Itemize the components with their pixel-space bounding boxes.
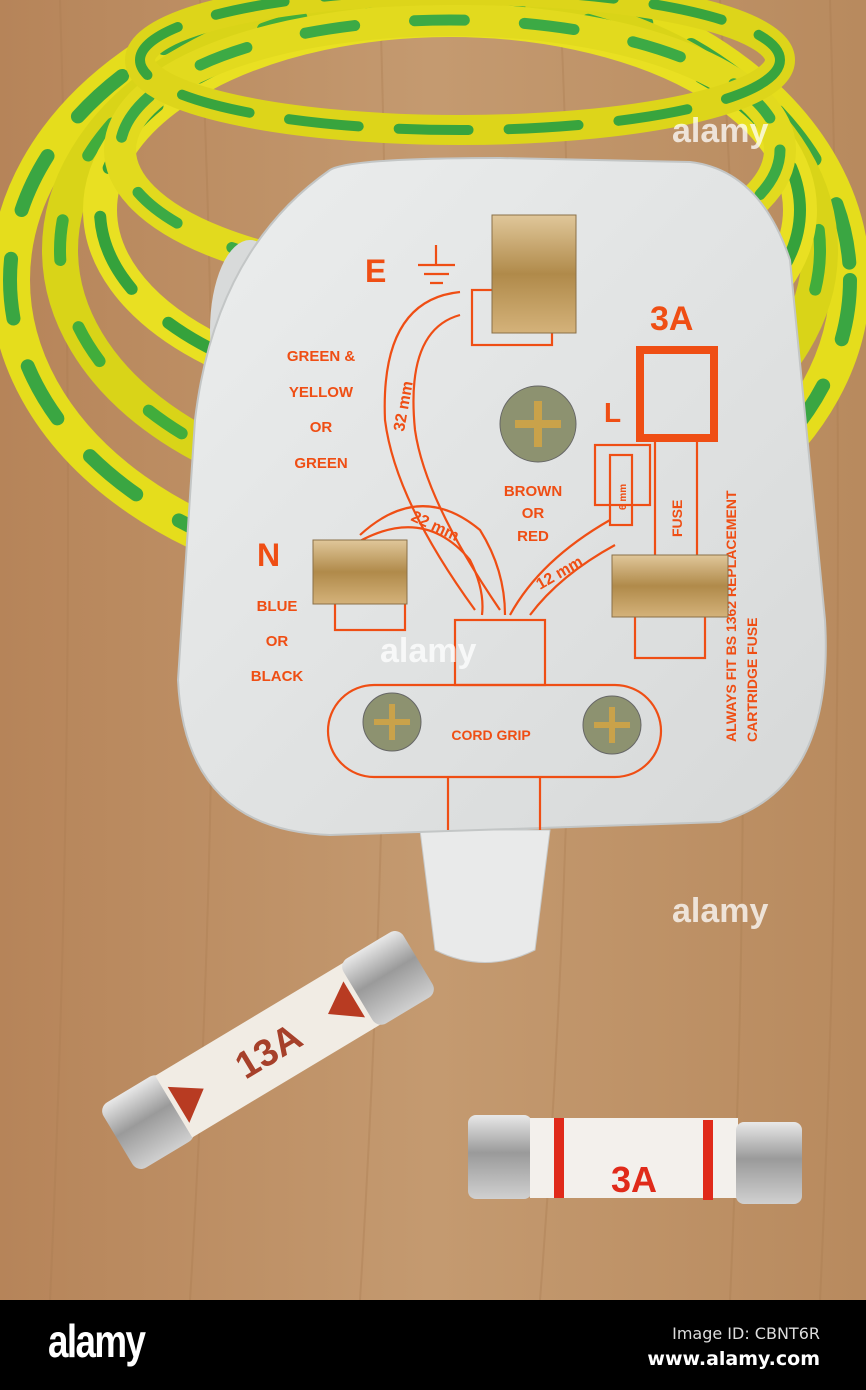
fuse-3a: 3A <box>468 1115 802 1204</box>
neutral-label: N <box>257 537 280 573</box>
live-wire-line: RED <box>517 528 549 545</box>
screw <box>582 695 642 755</box>
cord-grip-label: CORD GRIP <box>451 727 530 743</box>
plug-face <box>176 156 827 837</box>
fuse-3a-label: 3A <box>611 1159 657 1200</box>
neutral-pin <box>312 539 408 605</box>
neutral-wire-line: OR <box>266 633 289 650</box>
live-pin <box>611 554 729 618</box>
fuse-rating-label: 3A <box>650 300 693 338</box>
earth-wire-line: OR <box>310 419 333 436</box>
watermark-text: alamy <box>672 892 768 930</box>
watermark-text: alamy <box>380 632 476 670</box>
earth-wire-line: GREEN <box>294 455 347 472</box>
neutral-wire-line: BLACK <box>251 668 304 685</box>
alamy-logo: alamy <box>48 1315 146 1367</box>
live-wire-line: OR <box>522 505 545 522</box>
watermark-text: alamy <box>672 112 768 150</box>
screw <box>362 692 422 752</box>
site-url: www.alamy.com <box>647 1348 820 1370</box>
live-wire-line: BROWN <box>504 483 562 500</box>
uk-plug: E N L 3A GREEN & YELLOW OR GREEN BLUE OR… <box>176 156 827 963</box>
watermarks: alamy alamy alamy <box>380 112 768 930</box>
fuse-13a: 13A <box>102 931 434 1169</box>
image-id: Image ID: CBNT6R <box>672 1324 820 1343</box>
earth-pin <box>491 214 577 334</box>
earth-wire-line: GREEN & <box>287 348 356 365</box>
earth-wire-line: YELLOW <box>289 384 354 401</box>
fuse-note-line-2: CARTRIDGE FUSE <box>744 618 760 742</box>
earth-label: E <box>365 253 386 289</box>
photo-scene: E N L 3A GREEN & YELLOW OR GREEN BLUE OR… <box>0 0 866 1300</box>
plug-cord-exit <box>419 829 551 963</box>
live-label: L <box>604 397 621 428</box>
length-6mm: 6 mm <box>618 484 629 510</box>
screw <box>499 385 577 463</box>
footer-bar: alamy Image ID: CBNT6R www.alamy.com <box>0 1300 866 1390</box>
neutral-wire-line: BLUE <box>257 598 298 615</box>
fuse-note-line-1: ALWAYS FIT BS 1362 REPLACEMENT <box>723 490 739 742</box>
fuse-slot-label: FUSE <box>669 500 685 537</box>
